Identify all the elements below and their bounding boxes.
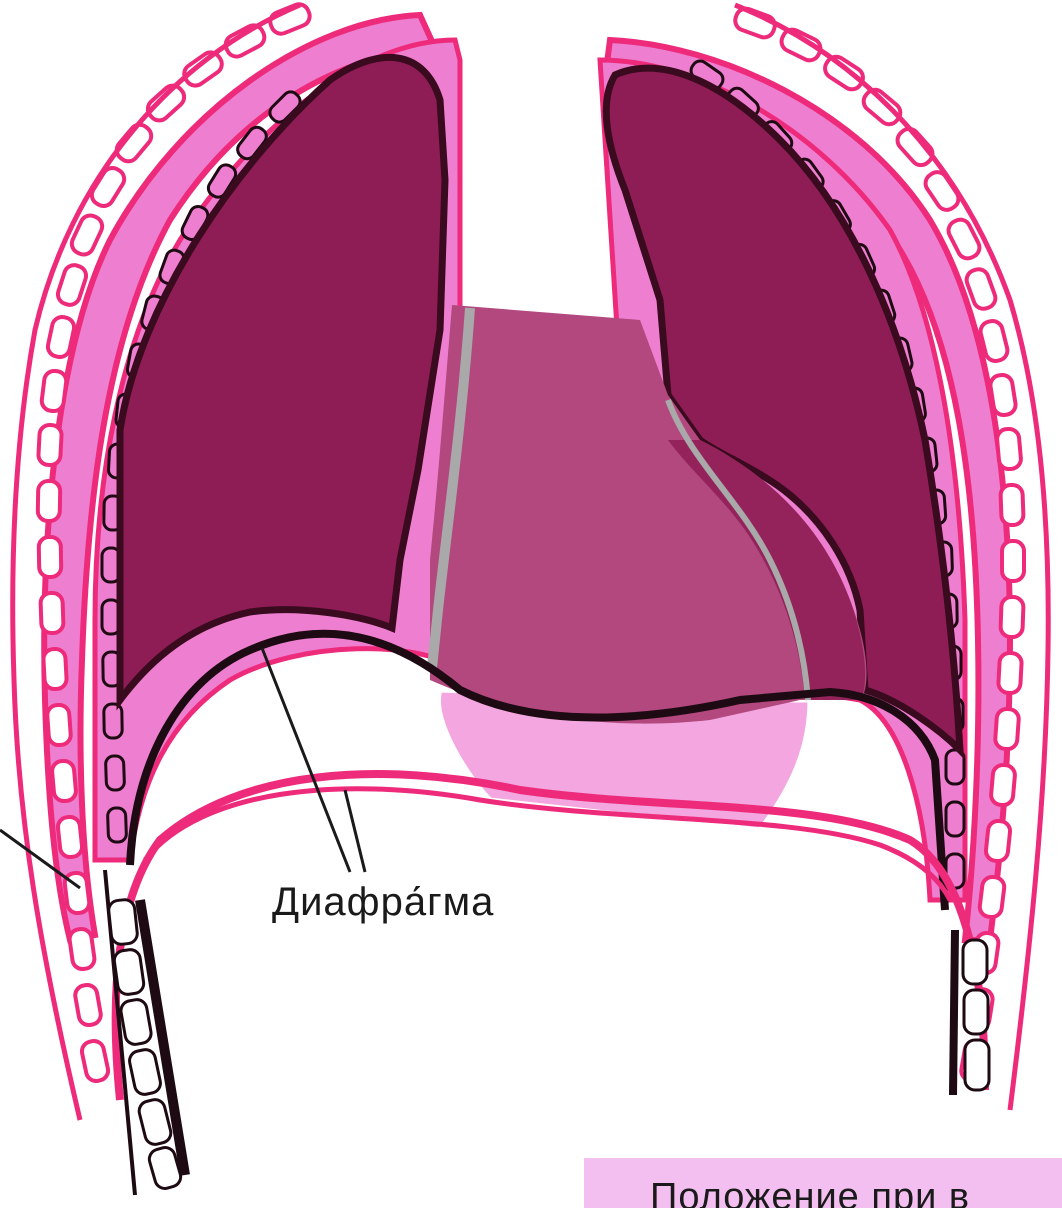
diaphragm-lower-curve: [116, 774, 985, 1100]
caption-box: Положение при в: [584, 1158, 1062, 1208]
diaphragm-label: Диафра́гма: [272, 880, 494, 925]
diaphragm-pointer-2: [345, 790, 365, 872]
diaphragm-pointer-1: [262, 648, 350, 872]
right-lower-ribs: [953, 930, 989, 1095]
caption-text: Положение при в: [650, 1176, 970, 1208]
